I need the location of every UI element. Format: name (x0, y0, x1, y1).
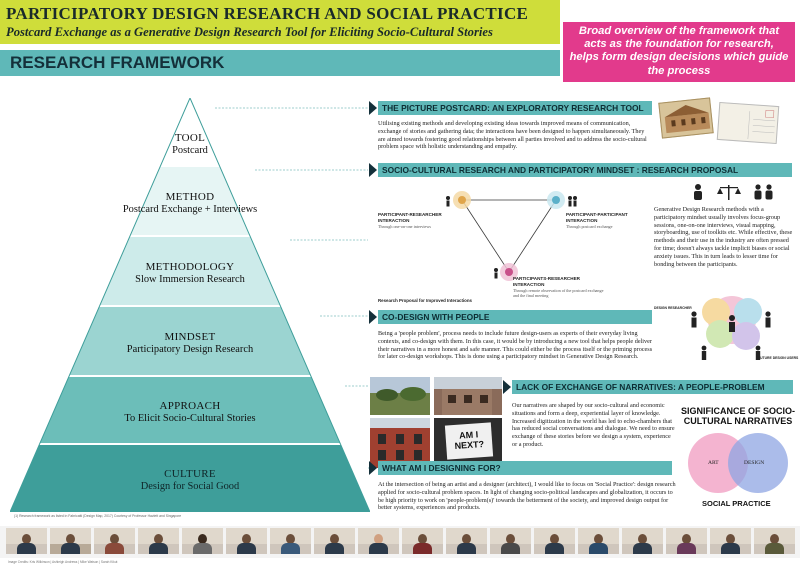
tier-methodology-subtitle: Slow Immersion Research (135, 273, 245, 285)
framework-pyramid: TOOL Postcard METHOD Postcard Exchange +… (10, 98, 370, 512)
participant-photo (754, 528, 795, 554)
participant-photo (270, 528, 311, 554)
proposal-body: Generative Design Research methods with … (654, 206, 793, 268)
postcard-building-icon (664, 104, 711, 134)
page-subtitle: Postcard Exchange as a Generative Design… (6, 25, 493, 39)
note-participant-researcher: Through one-on-one interviews (378, 224, 432, 229)
header-banner: PARTICIPATORY DESIGN RESEARCH AND SOCIAL… (0, 0, 560, 44)
participant-photo (182, 528, 223, 554)
tier-method-title: METHOD (165, 191, 215, 203)
protest-sign-text: AM I NEXT? (454, 429, 485, 452)
pyramid-caption: (1) Research framework as listed in Fabr… (14, 514, 182, 518)
photo-park (370, 377, 430, 415)
participant-photo (622, 528, 663, 554)
page-title: PARTICIPATORY DESIGN RESEARCH AND SOCIAL… (6, 4, 529, 23)
photo-strip-credit: Image Credits: Kris Wilkinson | Ashleigh… (8, 560, 118, 564)
label-participant-participant: PARTICIPANT-PARTICIPANT INTERACTION (566, 212, 628, 223)
codesign-body: Being a 'people problem', process needs … (378, 330, 653, 361)
venn-design-label: DESIGN (744, 460, 765, 466)
photo-protest-sign: AM I NEXT? (434, 418, 502, 468)
label-participant-researcher: PARTICIPANT-RESEARCHER INTERACTION (378, 212, 442, 223)
callout-box: Broad overview of the framework that act… (563, 22, 795, 82)
proposal-heading: SOCIO-CULTURAL RESEARCH AND PARTICIPATOR… (378, 163, 792, 177)
participant-photo (226, 528, 267, 554)
venn-diagram (688, 433, 788, 493)
venn-social-practice-label: SOCIAL PRACTICE (702, 499, 771, 508)
tier-method-subtitle: Postcard Exchange + Interviews (122, 203, 258, 215)
balance-icon (728, 185, 730, 200)
future-design-users-label: FUTURE DESIGN USERS (758, 356, 799, 360)
photo-house (434, 377, 502, 415)
section-title: RESEARCH FRAMEWORK (10, 53, 225, 72)
participant-photo (666, 528, 707, 554)
postcard-image-front (658, 97, 714, 139)
note-participants-researcher: Through remote observation of the postca… (513, 288, 604, 298)
venn-title: SIGNIFICANCE OF SOCIO-CULTURAL NARRATIVE… (680, 406, 795, 426)
tier-culture: CULTURE Design for Social Good (10, 468, 370, 493)
group-icon (755, 184, 761, 190)
section-banner: RESEARCH FRAMEWORK (0, 50, 560, 76)
tier-culture-shape (10, 444, 370, 512)
designing-body: At the intersection of being an artist a… (378, 481, 676, 512)
participant-photo (710, 528, 751, 554)
pyramid-graphic (10, 98, 370, 512)
participant-photo (402, 528, 443, 554)
codesign-heading: CO-DESIGN WITH PEOPLE (378, 310, 652, 324)
section-marker-designing (369, 461, 377, 475)
postcard-body: Utilising existing methods and developin… (378, 120, 647, 151)
tier-approach-shape (10, 376, 370, 444)
design-researcher-label: DESIGN RESEARCHER (654, 306, 692, 310)
tier-method: METHOD Postcard Exchange + Interviews (10, 191, 370, 216)
postcard-image-back (716, 101, 780, 145)
narratives-body: Our narratives are shaped by our socio-c… (512, 402, 675, 448)
participant-photo (534, 528, 575, 554)
section-marker-narratives (503, 380, 511, 394)
interaction-diagram (446, 191, 577, 281)
participant-photo (6, 528, 47, 554)
tier-approach-subtitle: To Elicit Socio-Cultural Stories (124, 412, 256, 424)
tier-methodology-title: METHODOLOGY (145, 261, 235, 273)
tier-mindset-title: MINDSET (164, 331, 216, 343)
postcard-heading: THE PICTURE POSTCARD: AN EXPLORATORY RES… (378, 101, 652, 115)
participant-photo (578, 528, 619, 554)
tier-approach-title: APPROACH (159, 400, 221, 412)
designing-heading: WHAT AM I DESIGNING FOR? (378, 461, 672, 475)
tier-approach: APPROACH To Elicit Socio-Cultural Storie… (10, 400, 370, 425)
postcard-lines-icon (747, 109, 776, 140)
section-marker-proposal (369, 163, 377, 177)
tier-mindset: MINDSET Participatory Design Research (10, 331, 370, 356)
participant-photo (314, 528, 355, 554)
section-marker-postcard (369, 101, 377, 115)
note-participant-participant: Through postcard exchange (566, 224, 613, 229)
design-users-diagram (691, 296, 771, 360)
participant-photo (490, 528, 531, 554)
tier-culture-subtitle: Design for Social Good (140, 480, 240, 492)
photo-brick-building (370, 418, 430, 468)
tier-methodology: METHODOLOGY Slow Immersion Research (10, 261, 370, 286)
participant-photo (50, 528, 91, 554)
venn-design-circle (728, 433, 788, 493)
participant-photo (94, 528, 135, 554)
tier-tool-subtitle: Postcard (172, 144, 208, 156)
person-icon (695, 184, 701, 190)
diagram-caption: Research Proposal for Improved Interacti… (378, 298, 472, 303)
participant-photo (446, 528, 487, 554)
participant-photo (138, 528, 179, 554)
participant-photo (358, 528, 399, 554)
participant-photo-strip (0, 526, 800, 558)
venn-art-label: ART (708, 460, 719, 466)
narratives-heading: LACK OF EXCHANGE OF NARRATIVES: A PEOPLE… (512, 380, 793, 394)
label-participants-researcher: PARTICIPANTS-RESEARCHER INTERACTION (513, 276, 580, 287)
tier-tool-title: TOOL (174, 132, 206, 144)
method-icons (694, 184, 773, 200)
tier-culture-title: CULTURE (164, 468, 216, 480)
section-marker-codesign (369, 310, 377, 324)
tier-mindset-subtitle: Participatory Design Research (126, 343, 254, 355)
tier-tool: TOOL Postcard (10, 132, 370, 157)
